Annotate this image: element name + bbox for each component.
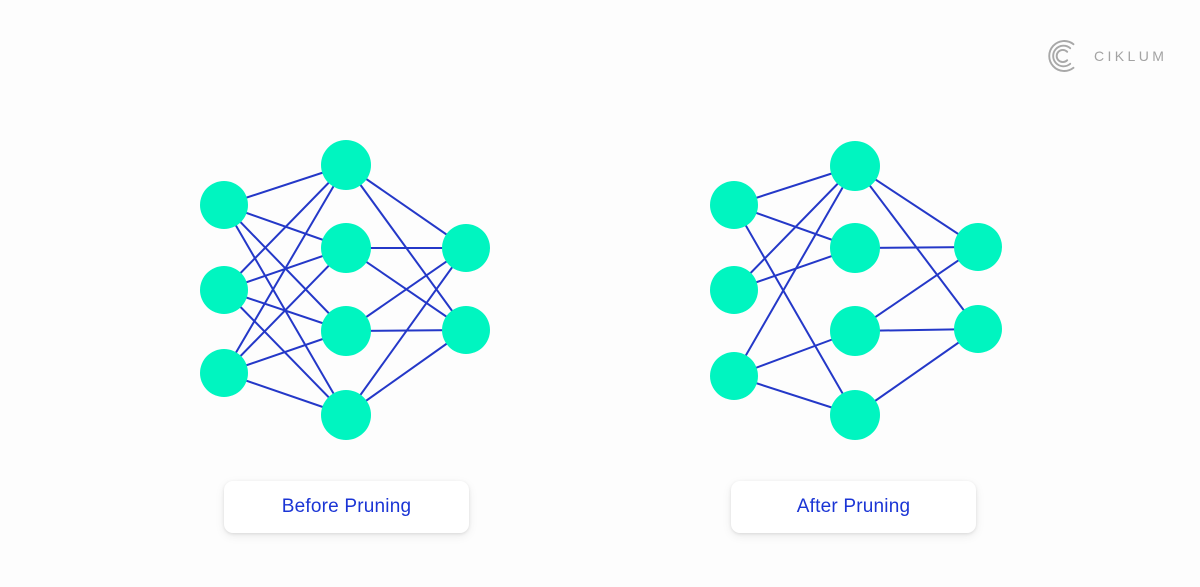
network-node-hidden[interactable] [321, 223, 371, 273]
network-edge [223, 164, 347, 291]
edge-group [223, 164, 467, 416]
network-node-input[interactable] [200, 349, 248, 397]
network-node-output[interactable] [954, 305, 1002, 353]
network-node-output[interactable] [954, 223, 1002, 271]
network-edge [733, 204, 856, 416]
network-edge [223, 247, 347, 374]
diagram-after-pruning: After Pruning [603, 120, 1103, 570]
brand-name: CIKLUM [1094, 48, 1168, 64]
edge-group [733, 165, 979, 416]
network-node-hidden[interactable] [830, 306, 880, 356]
network-node-hidden[interactable] [830, 223, 880, 273]
caption-label-after: After Pruning [796, 496, 911, 517]
network-node-input[interactable] [200, 181, 248, 229]
neural-network-graph-after [710, 141, 1002, 440]
network-node-input[interactable] [710, 181, 758, 229]
network-node-hidden[interactable] [830, 141, 880, 191]
network-edge [345, 247, 467, 416]
node-group [200, 140, 490, 440]
neural-network-graph-before [200, 140, 490, 440]
network-node-hidden[interactable] [321, 306, 371, 356]
network-edge [733, 165, 856, 291]
network-node-output[interactable] [442, 306, 490, 354]
network-node-input[interactable] [710, 352, 758, 400]
network-node-output[interactable] [442, 224, 490, 272]
diagram-before-pruning: Before Pruning [96, 120, 596, 570]
brand-logo: CIKLUM [1046, 38, 1167, 74]
network-edge [733, 165, 856, 377]
network-node-hidden[interactable] [830, 390, 880, 440]
network-node-hidden[interactable] [321, 390, 371, 440]
network-node-input[interactable] [710, 266, 758, 314]
caption-card-before[interactable]: Before Pruning [224, 481, 469, 533]
caption-card-after[interactable]: After Pruning [731, 481, 976, 533]
node-group [710, 141, 1002, 440]
network-node-input[interactable] [200, 266, 248, 314]
network-edge [223, 164, 347, 374]
ciklum-arcs-icon [1046, 38, 1082, 74]
caption-label-before: Before Pruning [281, 496, 412, 517]
network-edge [854, 328, 979, 416]
network-node-hidden[interactable] [321, 140, 371, 190]
